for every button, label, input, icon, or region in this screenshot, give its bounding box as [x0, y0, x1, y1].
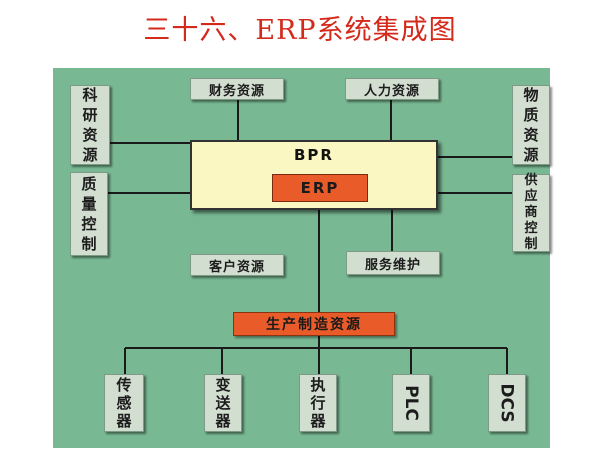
- node-research: 科研资源: [70, 85, 110, 165]
- device-actuator: 执行器: [299, 374, 337, 432]
- node-finance: 财务资源: [190, 78, 284, 100]
- node-customer: 客户资源: [190, 254, 284, 276]
- node-service: 服务维护: [346, 251, 440, 275]
- erp-box: ERP: [272, 174, 368, 202]
- device-dcs: DCS: [488, 374, 526, 432]
- bpr-box: BPR ERP: [190, 140, 438, 210]
- node-production: 生产制造资源: [233, 312, 395, 336]
- device-sensor: 传感器: [104, 374, 144, 432]
- diagram-title: 三十六、ERP系统集成图: [143, 15, 457, 46]
- node-human: 人力资源: [345, 78, 439, 100]
- device-plc: PLC: [392, 374, 430, 432]
- bpr-label: BPR: [294, 146, 334, 164]
- node-quality: 质量控制: [70, 172, 108, 256]
- node-material: 物质资源: [512, 85, 550, 165]
- node-supplier: 供应商控制: [512, 173, 550, 252]
- device-transmitter: 变送器: [204, 374, 242, 432]
